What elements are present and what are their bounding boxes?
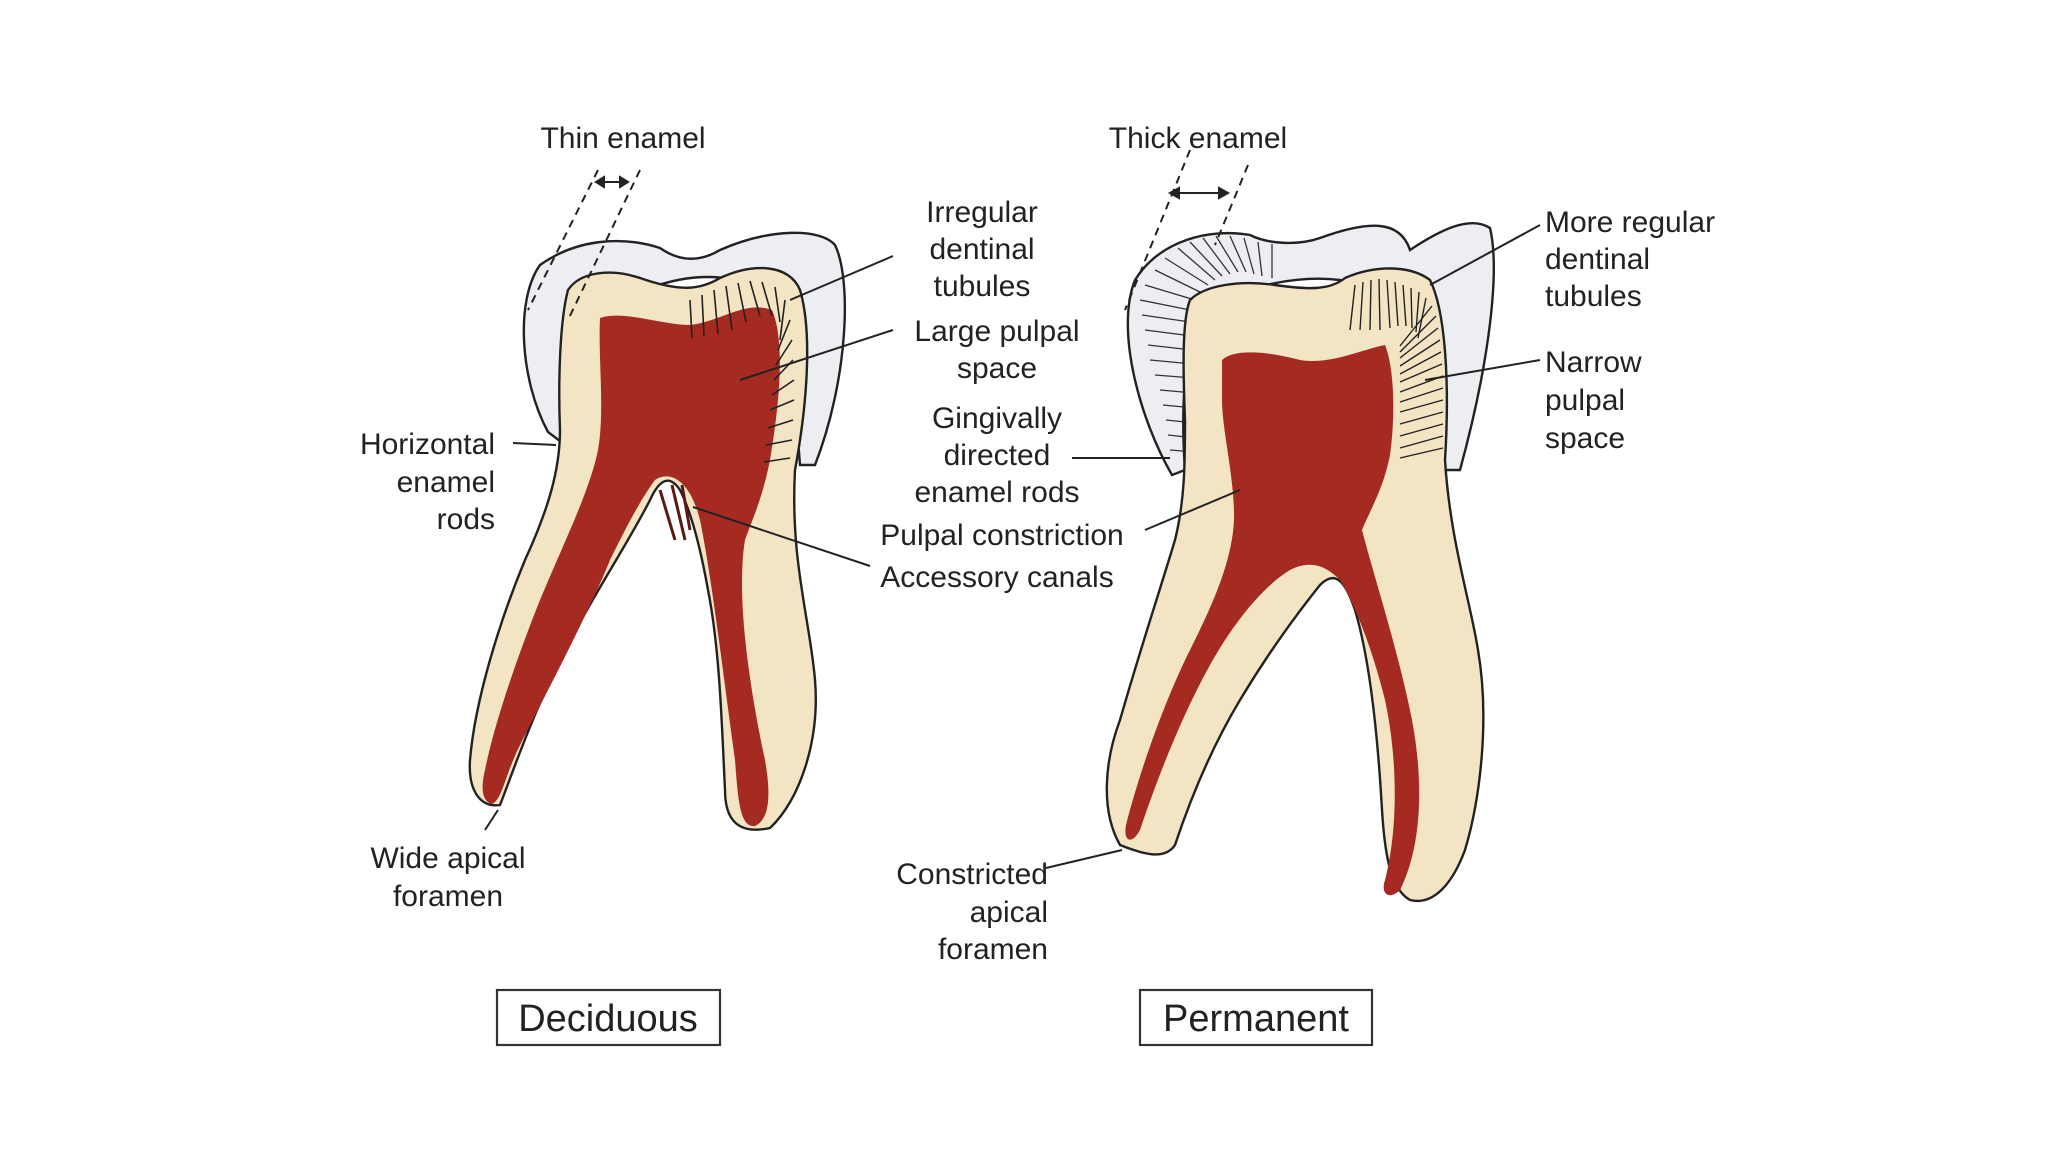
label-irregular-tubules-3: tubules bbox=[934, 270, 1031, 303]
label-accessory-canals: Accessory canals bbox=[880, 561, 1113, 594]
caption-permanent: Permanent bbox=[1138, 988, 1374, 1047]
label-pulpal-constriction: Pulpal constriction bbox=[880, 519, 1123, 552]
label-regular-tubules-1: More regular bbox=[1545, 206, 1715, 239]
label-regular-tubules-2: dentinal bbox=[1545, 243, 1650, 276]
label-large-pulpal-1: Large pulpal bbox=[914, 315, 1079, 348]
label-wide-foramen-2: foramen bbox=[393, 880, 503, 913]
caption-permanent-text: Permanent bbox=[1163, 998, 1349, 1040]
label-narrow-pulpal-3: space bbox=[1545, 422, 1625, 455]
label-irregular-tubules-2: dentinal bbox=[929, 233, 1034, 266]
caption-deciduous: Deciduous bbox=[495, 988, 722, 1047]
label-irregular-tubules-1: Irregular bbox=[926, 196, 1038, 229]
label-constricted-foramen-1: Constricted bbox=[896, 858, 1048, 891]
label-gingivally-3: enamel rods bbox=[914, 476, 1079, 509]
permanent-pulp bbox=[1125, 345, 1420, 896]
leader-lines bbox=[484, 224, 1541, 869]
caption-deciduous-text: Deciduous bbox=[518, 998, 698, 1040]
label-horizontal-rods-2: enamel bbox=[397, 466, 495, 499]
label-thin-enamel: Thin enamel bbox=[540, 122, 705, 155]
label-constricted-foramen-3: foramen bbox=[938, 933, 1048, 966]
label-gingivally-2: directed bbox=[944, 439, 1051, 472]
deciduous-irregular-tubules bbox=[689, 280, 795, 463]
label-horizontal-rods-3: rods bbox=[437, 503, 495, 536]
label-gingivally-1: Gingivally bbox=[932, 402, 1062, 435]
permanent-tooth bbox=[1105, 149, 1495, 903]
label-narrow-pulpal-2: pulpal bbox=[1545, 384, 1625, 417]
label-narrow-pulpal-1: Narrow bbox=[1545, 346, 1642, 379]
deciduous-thin-enamel-marker bbox=[527, 169, 641, 321]
deciduous-tooth bbox=[468, 169, 847, 831]
permanent-regular-tubules bbox=[1349, 278, 1444, 459]
permanent-thick-enamel-marker bbox=[1124, 149, 1249, 311]
label-large-pulpal-2: space bbox=[957, 352, 1037, 385]
deciduous-pulp bbox=[482, 307, 780, 827]
label-regular-tubules-3: tubules bbox=[1545, 280, 1642, 313]
labels: Thin enamel Irregular dentinal tubules L… bbox=[360, 122, 1715, 966]
label-thick-enamel: Thick enamel bbox=[1109, 122, 1287, 155]
label-horizontal-rods-1: Horizontal bbox=[360, 428, 495, 461]
label-wide-foramen-1: Wide apical bbox=[370, 842, 525, 875]
deciduous-accessory-canals bbox=[658, 484, 692, 541]
label-constricted-foramen-2: apical bbox=[970, 896, 1048, 929]
